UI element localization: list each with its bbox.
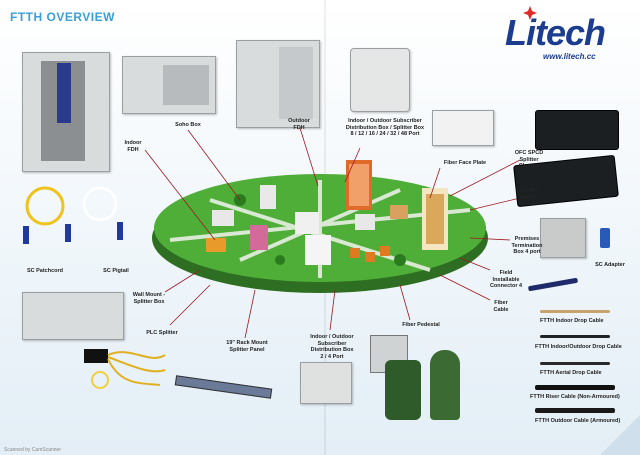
label-sc-patchcord: SC Patchcord: [26, 268, 64, 274]
patchcord-pigtail-image: [23, 186, 123, 244]
premises-termination-box-image: [540, 218, 586, 258]
distribution-box-image: [350, 48, 410, 112]
label-cable-2: FTTH Indoor/Outdoor Drop Cable: [535, 344, 622, 350]
fiber-pedestal-tall-image: [430, 350, 460, 420]
fiber-pedestal-green-image: [385, 360, 421, 420]
fiber-face-plate-image: [432, 110, 494, 146]
riser-cable-line: [535, 385, 615, 390]
plc-splitter-image: [84, 349, 166, 389]
label-sc-adapter: SC Adapter: [595, 262, 625, 268]
city-island-illustration: [152, 160, 488, 293]
brand-logo: Litech www.litech.cc: [505, 6, 625, 64]
brand-url: www.litech.cc: [543, 52, 596, 61]
label-wall-mount-splitter: Wall Mount -Splitter Box: [132, 292, 166, 305]
page-title: FTTH OVERVIEW: [10, 10, 115, 24]
sc-adapter-image: [600, 228, 610, 248]
indoor-outdoor-drop-cable-line: [540, 335, 610, 338]
aerial-drop-cable-line: [540, 362, 610, 365]
wall-mount-splitter-box-image: [22, 292, 124, 340]
dist-box-2-4-image: [300, 362, 352, 404]
indoor-fdh-cabinet-image: [22, 52, 110, 172]
outdoor-armoured-cable-line: [535, 408, 615, 413]
label-soho-box: Soho Box: [175, 122, 201, 128]
corner-decoration: [600, 415, 640, 455]
label-fiber-face-plate: Fiber Face Plate: [443, 160, 487, 166]
brand-name: Litech: [505, 12, 606, 53]
label-sc-pigtail: SC Pigtail: [103, 268, 129, 274]
scanner-footer: Scanned by CamScanner: [4, 447, 61, 453]
splice-closure-1-image: [535, 110, 619, 150]
indoor-drop-cable-line: [540, 310, 610, 313]
label-cable-5: FTTH Outdoor Cable (Armoured): [535, 418, 621, 424]
soho-box-image: [122, 56, 216, 114]
label-plc-splitter: PLC Splitter: [146, 330, 178, 336]
star-icon: [523, 6, 537, 20]
label-cable-1: FTTH Indoor Drop Cable: [540, 318, 604, 324]
label-cable-4: FTTH Riser Cable (Non-Armoured): [530, 394, 620, 400]
label-cable-3: FTTH Aerial Drop Cable: [540, 370, 602, 376]
label-fiber-pedestal: Fiber Pedestal: [402, 322, 440, 328]
outdoor-fdh-image: [236, 40, 320, 128]
